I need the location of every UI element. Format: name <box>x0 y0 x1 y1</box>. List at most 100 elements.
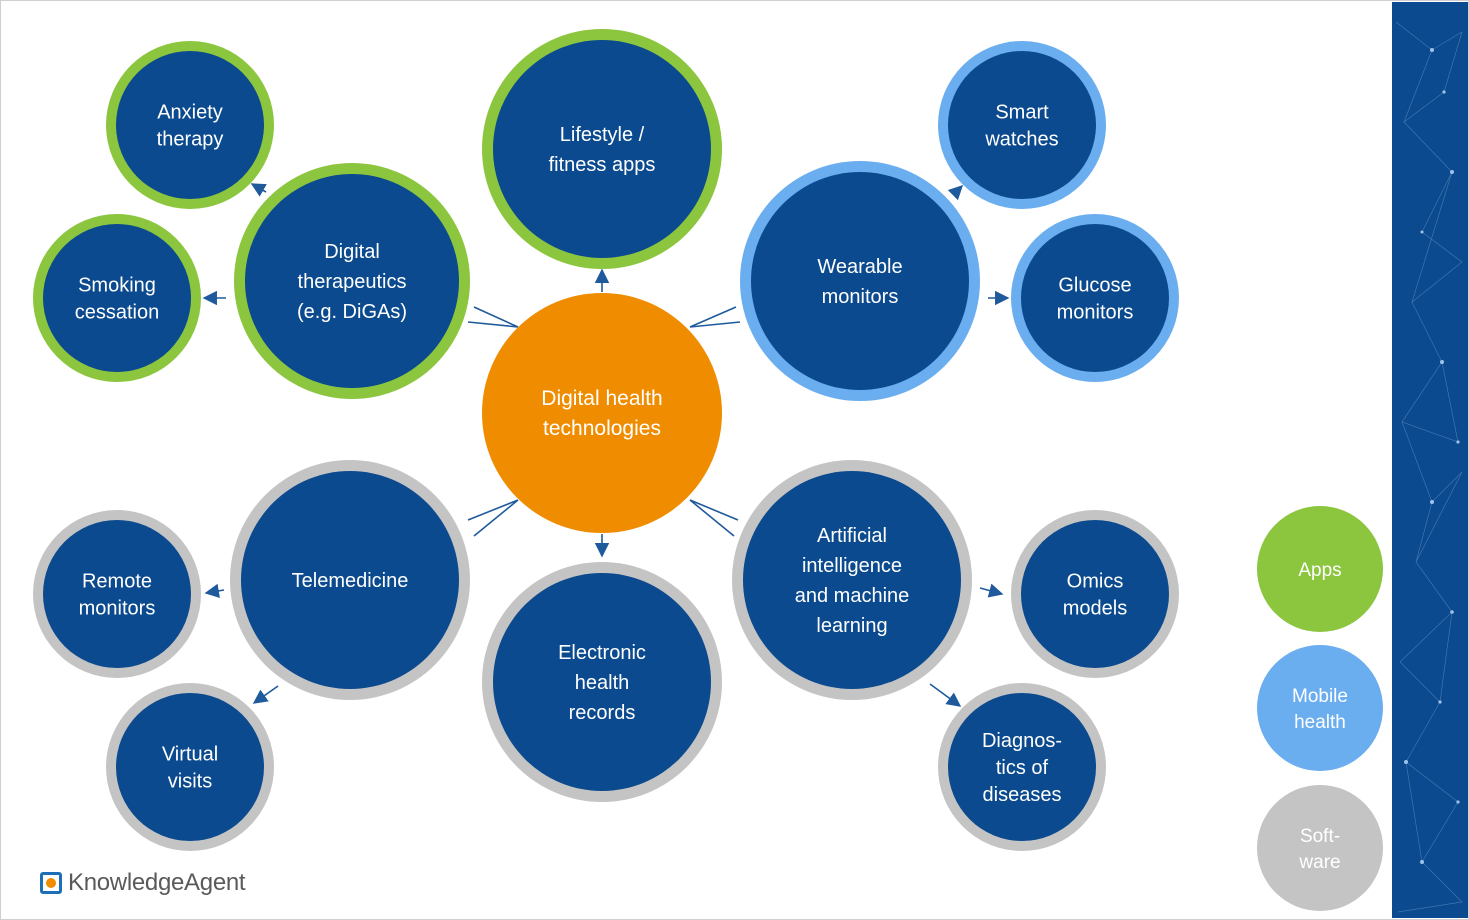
connector-center-ai-ml <box>689 499 739 537</box>
node-label: Mobile health <box>1292 686 1348 733</box>
node-circle <box>43 224 191 372</box>
node-label-line: cessation <box>75 302 160 324</box>
node-label-line: ware <box>1298 852 1340 873</box>
node-circle <box>493 40 711 258</box>
node-label: Soft-ware <box>1298 826 1340 873</box>
logo-text: KnowledgeAgent <box>68 869 246 896</box>
node-circle <box>1257 785 1383 911</box>
node-circle <box>1021 224 1169 372</box>
legend-software: Soft-ware <box>1257 785 1383 911</box>
node-label-line: Digital health <box>541 387 662 410</box>
node-circle <box>241 471 459 689</box>
node-label: Glucose monitors <box>1057 275 1134 324</box>
node-label-line: Diagnos- <box>982 730 1062 752</box>
node-label: Digital health technologies <box>541 387 662 440</box>
node-label-line: Apps <box>1298 560 1341 581</box>
node-digital-therapeutics: Digital therapeutics (e.g. DiGAs) <box>234 163 470 399</box>
knowledgeagent-logo: KnowledgeAgent <box>40 866 246 900</box>
node-label-line: technologies <box>543 417 661 440</box>
connector-center-wearable-monitors <box>689 306 741 328</box>
node-label: Omics models <box>1063 571 1127 620</box>
node-label-line: Remote <box>82 571 152 593</box>
node-label: Anxiety therapy <box>157 102 224 151</box>
node-label-line: therapeutics <box>298 271 407 293</box>
node-circle <box>1021 520 1169 668</box>
node-label-line: Digital <box>324 241 380 263</box>
network-pattern-icon <box>1395 21 1463 913</box>
node-label: Wearable monitors <box>817 256 902 308</box>
node-label-line: (e.g. DiGAs) <box>297 301 407 323</box>
node-label: Apps <box>1298 560 1341 581</box>
node-label-line: diseases <box>983 784 1062 806</box>
node-label-line: Mobile <box>1292 686 1348 707</box>
node-label-line: records <box>569 702 636 724</box>
node-label: Telemedicine <box>292 570 409 592</box>
node-label-line: intelligence <box>802 555 902 577</box>
node-label-line: health <box>1294 712 1346 733</box>
node-smoking-cessation: Smoking cessation <box>33 214 201 382</box>
connector-tm-remote <box>204 583 225 598</box>
node-label-line: monitors <box>79 598 156 620</box>
node-label-line: monitors <box>822 286 899 308</box>
node-circle <box>743 471 961 689</box>
node-label-line: fitness apps <box>549 154 656 176</box>
connector-ai-diagnostics <box>929 683 962 707</box>
decorative-side-panel <box>1392 2 1468 918</box>
node-label-line: Wearable <box>817 256 902 278</box>
node-circle <box>948 51 1096 199</box>
legend-apps: Apps <box>1257 506 1383 632</box>
node-lifestyle-apps: Lifestyle / fitness apps <box>482 29 722 269</box>
node-label-line: Virtual <box>162 744 218 766</box>
node-circle <box>116 51 264 199</box>
node-label-line: Telemedicine <box>292 570 409 592</box>
node-anxiety-therapy: Anxiety therapy <box>106 41 274 209</box>
node-telemedicine: Telemedicine <box>230 460 470 700</box>
node-label-line: models <box>1063 598 1127 620</box>
legend-mobile-health: Mobile health <box>1257 645 1383 771</box>
node-label-line: therapy <box>157 129 224 151</box>
node-label-line: and machine <box>795 585 910 607</box>
node-circle <box>482 293 722 533</box>
connector-tm-virtual <box>252 685 279 704</box>
node-label-line: Soft- <box>1300 826 1340 847</box>
node-label-line: watches <box>984 129 1058 151</box>
node-circle <box>493 573 711 791</box>
node-label: Digital therapeutics (e.g. DiGAs) <box>297 241 407 323</box>
node-circle <box>751 172 969 390</box>
node-label-line: Smoking <box>78 275 156 297</box>
node-label-line: tics of <box>996 757 1049 779</box>
node-label: Remote monitors <box>79 571 156 620</box>
node-label-line: health <box>575 672 630 694</box>
node-label: Smoking cessation <box>75 275 160 324</box>
node-label-line: Anxiety <box>157 102 223 124</box>
node-remote-monitors: Remote monitors <box>33 510 201 678</box>
connector-ai-omics <box>979 583 1004 598</box>
node-diagnostics: Diagnos-tics of diseases <box>938 683 1106 851</box>
node-circle <box>948 693 1096 841</box>
knowledgeagent-logo-icon <box>40 872 62 894</box>
node-label: Lifestyle / fitness apps <box>549 124 656 176</box>
node-label: Diagnos-tics of diseases <box>982 730 1062 806</box>
node-circle <box>1257 506 1383 632</box>
connector-center-digital-therapeutics <box>467 306 519 328</box>
node-circle <box>43 520 191 668</box>
node-circle <box>245 174 459 388</box>
node-label-line: Lifestyle / <box>560 124 645 146</box>
node-glucose-monitors: Glucose monitors <box>1011 214 1179 382</box>
node-label-line: Omics <box>1067 571 1124 593</box>
node-circle <box>116 693 264 841</box>
connector-center-telemedicine <box>467 499 519 537</box>
node-label-line: monitors <box>1057 302 1134 324</box>
node-omics-models: Omics models <box>1011 510 1179 678</box>
node-label-line: Artificial <box>817 525 887 547</box>
node-label-line: Glucose <box>1058 275 1131 297</box>
node-wearable-monitors: Wearable monitors <box>740 161 980 401</box>
